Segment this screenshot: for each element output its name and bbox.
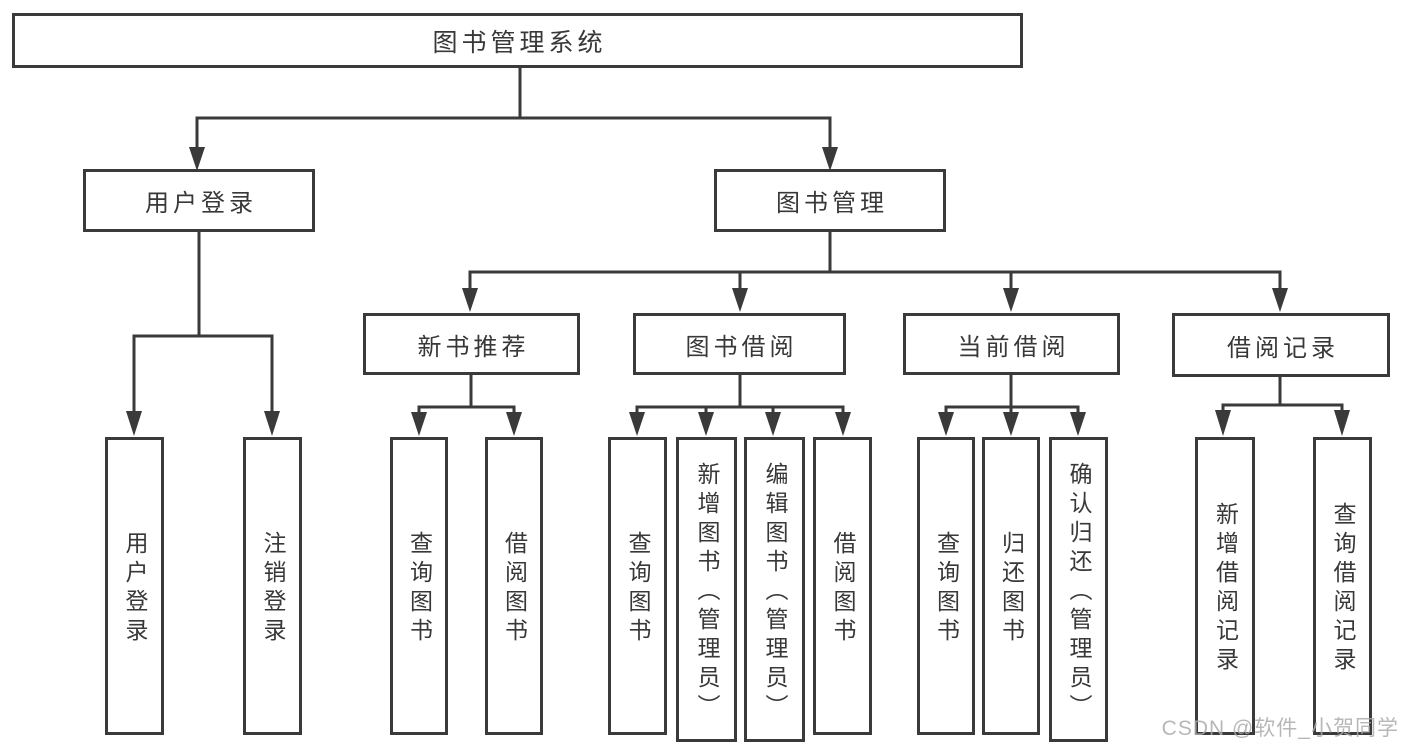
- node-leaf-borrow-books-1: 借阅图书: [485, 437, 543, 735]
- arrowhead: [765, 412, 781, 436]
- node-leaf-return-books: 归还图书: [982, 437, 1040, 735]
- connector-user-login: [132, 232, 274, 414]
- arrowhead: [462, 288, 478, 312]
- arrowhead: [126, 411, 142, 436]
- node-label: 借阅图书: [501, 531, 528, 647]
- node-leaf-query-books-2: 查询图书: [608, 437, 667, 735]
- connector-borrow-records: [1221, 375, 1344, 412]
- arrowhead: [1003, 288, 1019, 312]
- arrowhead: [698, 412, 714, 436]
- arrowhead: [822, 147, 838, 171]
- node-leaf-query-borrow-record: 查询借阅记录: [1313, 437, 1372, 735]
- node-book-borrow: 图书借阅: [633, 313, 846, 375]
- node-label: 借阅图书: [830, 531, 856, 647]
- node-leaf-edit-books-admin: 编辑图书（管理员）: [744, 437, 805, 742]
- node-new-book-recommend: 新书推荐: [363, 313, 580, 375]
- node-label: 新书推荐: [417, 333, 530, 361]
- node-label: 新增借阅记录: [1212, 502, 1239, 676]
- node-label: 图书管理: [776, 190, 888, 217]
- node-label: 确认归还（管理员）: [1066, 462, 1092, 723]
- arrowhead: [1334, 410, 1350, 436]
- node-leaf-query-books-1: 查询图书: [390, 437, 448, 735]
- node-user-login: 用户登录: [83, 169, 315, 232]
- node-label: 借阅记录: [1227, 334, 1339, 362]
- node-leaf-user-login: 用户登录: [105, 437, 164, 735]
- arrowhead: [264, 411, 280, 436]
- arrowhead: [189, 147, 205, 171]
- node-borrow-records: 借阅记录: [1172, 313, 1390, 377]
- connector-book-management: [468, 232, 1282, 290]
- node-label: 用户登录: [122, 531, 148, 647]
- connector-book-borrow: [635, 375, 845, 414]
- node-label: 查询图书: [933, 531, 960, 647]
- arrowhead: [938, 412, 954, 436]
- connector-root: [195, 68, 832, 150]
- node-current-borrow: 当前借阅: [903, 313, 1120, 375]
- node-label: 新增图书（管理员）: [694, 462, 720, 723]
- node-label: 查询图书: [625, 531, 651, 647]
- arrowhead: [629, 412, 645, 436]
- node-label: 编辑图书（管理员）: [762, 462, 788, 723]
- node-book-management: 图书管理: [714, 169, 946, 232]
- node-leaf-logout: 注销登录: [243, 437, 302, 735]
- arrowhead: [1003, 412, 1019, 436]
- node-leaf-query-books-3: 查询图书: [917, 437, 975, 735]
- node-label: 当前借阅: [957, 333, 1070, 361]
- arrowhead: [506, 412, 522, 436]
- node-leaf-add-borrow-record: 新增借阅记录: [1195, 437, 1255, 735]
- node-label: 图书管理系统: [432, 28, 607, 57]
- arrowhead: [411, 412, 427, 436]
- node-label: 归还图书: [998, 531, 1025, 647]
- node-root-system: 图书管理系统: [12, 13, 1023, 68]
- node-label: 查询图书: [406, 531, 433, 647]
- node-leaf-confirm-return-admin: 确认归还（管理员）: [1049, 437, 1108, 742]
- node-leaf-borrow-books-2: 借阅图书: [813, 437, 872, 735]
- connector-new-book-recommend: [417, 375, 516, 414]
- arrowhead: [1272, 288, 1288, 312]
- node-leaf-add-books-admin: 新增图书（管理员）: [676, 437, 737, 742]
- node-label: 图书借阅: [685, 333, 798, 361]
- node-label: 查询借阅记录: [1330, 502, 1356, 676]
- connector-current-borrow: [944, 375, 1080, 414]
- arrowhead: [1215, 410, 1231, 436]
- csdn-watermark: CSDN @软件_小贺同学: [1161, 717, 1399, 740]
- arrowhead: [835, 412, 851, 436]
- arrowhead: [1070, 412, 1086, 436]
- node-label: 注销登录: [260, 531, 286, 647]
- node-label: 用户登录: [145, 190, 257, 217]
- arrowhead: [732, 288, 748, 312]
